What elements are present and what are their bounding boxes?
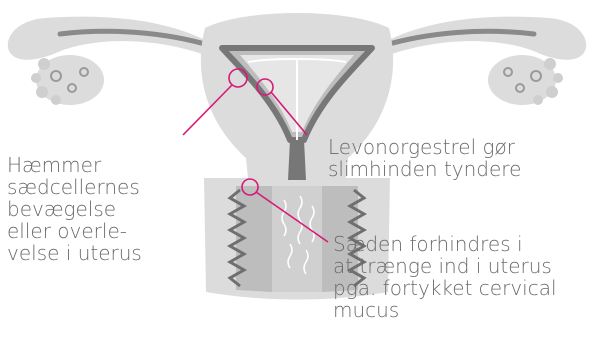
- label-sperm-inhibition: Hæmmer sædcellernes bevægelse eller over…: [7, 154, 142, 264]
- cervical-canal: [288, 140, 306, 180]
- label-cervical-mucus: Sæden forhindres i at trænge ind i uteru…: [333, 233, 557, 321]
- label-levonorgestrel: Levonorgestrel gør slimhinden tyndere: [328, 136, 521, 180]
